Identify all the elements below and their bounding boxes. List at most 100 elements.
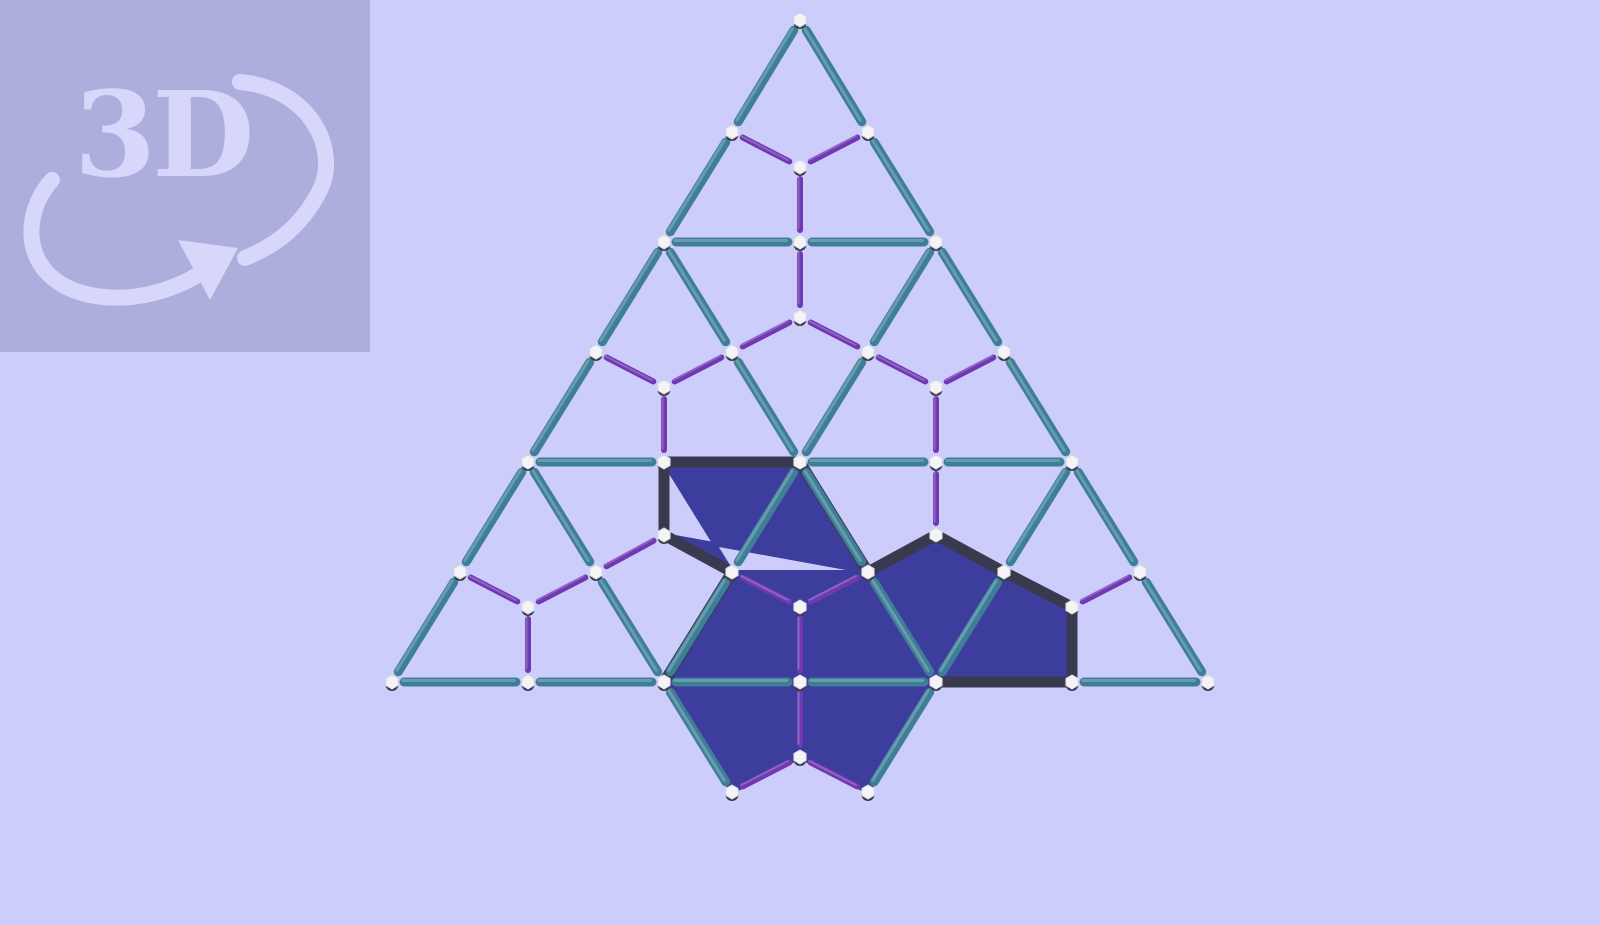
grid-edge-teal[interactable] xyxy=(461,467,527,567)
grid-node[interactable] xyxy=(793,599,807,616)
grid-edge-teal[interactable] xyxy=(665,247,731,347)
grid-node[interactable] xyxy=(1201,674,1215,691)
grid-node[interactable] xyxy=(861,784,875,801)
grid-node[interactable] xyxy=(861,124,875,141)
grid-node[interactable] xyxy=(521,674,535,691)
grid-node[interactable] xyxy=(929,527,943,544)
grid-edge-purple[interactable] xyxy=(535,574,589,605)
grid-edge-teal[interactable] xyxy=(529,467,595,567)
grid-node[interactable] xyxy=(589,344,603,361)
grid-edge-purple[interactable] xyxy=(603,354,657,385)
grid-node[interactable] xyxy=(793,234,807,251)
grid-edge-teal[interactable] xyxy=(1141,577,1207,677)
grid-edge-teal[interactable] xyxy=(529,357,595,457)
grid-edge-teal[interactable] xyxy=(665,137,731,237)
grid-node[interactable] xyxy=(861,564,875,581)
grid-edge-teal[interactable] xyxy=(1079,677,1201,687)
grid-node[interactable] xyxy=(793,454,807,471)
grid-node[interactable] xyxy=(997,344,1011,361)
grid-node[interactable] xyxy=(1133,564,1147,581)
grid-node[interactable] xyxy=(793,12,807,29)
grid-node[interactable] xyxy=(793,309,807,326)
grid-node[interactable] xyxy=(793,749,807,766)
3d-view-toggle-button[interactable]: 3D xyxy=(0,0,370,352)
grid-edge-teal[interactable] xyxy=(807,237,929,247)
grid-node[interactable] xyxy=(657,379,671,396)
grid-edge-teal[interactable] xyxy=(937,247,1003,347)
grid-edge-purple[interactable] xyxy=(525,616,531,673)
grid-edge-purple[interactable] xyxy=(671,354,725,385)
grid-edge-purple[interactable] xyxy=(943,354,997,385)
grid-edge-teal[interactable] xyxy=(869,247,935,347)
grid-edge-teal[interactable] xyxy=(807,677,929,687)
grid-edge-purple[interactable] xyxy=(739,574,793,605)
grid-edge-teal[interactable] xyxy=(801,357,867,457)
grid-node[interactable] xyxy=(929,674,943,691)
grid-edge-purple[interactable] xyxy=(807,759,861,790)
grid-edge-teal[interactable] xyxy=(665,687,731,787)
grid-edge-purple[interactable] xyxy=(739,759,793,790)
grid-node[interactable] xyxy=(929,234,943,251)
grid-edge-purple[interactable] xyxy=(739,319,793,350)
grid-edge-teal[interactable] xyxy=(671,237,793,247)
grid-node[interactable] xyxy=(929,454,943,471)
grid-edge-teal[interactable] xyxy=(869,137,935,237)
grid-node[interactable] xyxy=(589,564,603,581)
grid-node[interactable] xyxy=(385,674,399,691)
grid-node[interactable] xyxy=(725,564,739,581)
grid-edge-teal[interactable] xyxy=(399,677,521,687)
grid-edge-teal[interactable] xyxy=(393,577,459,677)
grid-edge-purple[interactable] xyxy=(807,319,861,350)
grid-edge-teal[interactable] xyxy=(801,25,867,127)
grid-edge-purple[interactable] xyxy=(603,537,657,570)
grid-edge-purple[interactable] xyxy=(467,574,521,605)
grid-node[interactable] xyxy=(657,454,671,471)
grid-edge-purple[interactable] xyxy=(807,134,861,165)
grid-edge-purple[interactable] xyxy=(875,354,929,385)
grid-node[interactable] xyxy=(997,564,1011,581)
grid-edge-teal[interactable] xyxy=(535,457,657,467)
grid-node[interactable] xyxy=(657,674,671,691)
grid-edge-purple[interactable] xyxy=(797,251,803,308)
grid-node[interactable] xyxy=(657,527,671,544)
grid-edge-purple[interactable] xyxy=(739,134,793,165)
grid-edge-teal[interactable] xyxy=(1005,357,1071,457)
grid-edge-teal[interactable] xyxy=(671,677,793,687)
grid-node[interactable] xyxy=(521,454,535,471)
grid-edge-purple[interactable] xyxy=(1079,574,1133,605)
grid-edge-teal[interactable] xyxy=(733,357,799,457)
grid-node[interactable] xyxy=(1065,454,1079,471)
grid-edge-teal[interactable] xyxy=(535,677,657,687)
grid-node[interactable] xyxy=(793,159,807,176)
grid-node[interactable] xyxy=(521,599,535,616)
grid-node[interactable] xyxy=(861,344,875,361)
grid-edge-teal[interactable] xyxy=(597,247,663,347)
grid-edge-purple[interactable] xyxy=(661,396,667,453)
grid-edge-teal[interactable] xyxy=(1073,467,1139,567)
grid-edge-teal[interactable] xyxy=(597,577,663,677)
grid-edge-purple[interactable] xyxy=(933,471,939,526)
grid-node[interactable] xyxy=(453,564,467,581)
grid-edge-teal[interactable] xyxy=(665,577,731,677)
grid-edge-purple[interactable] xyxy=(797,616,803,673)
grid-node[interactable] xyxy=(1065,674,1079,691)
grid-edge-teal[interactable] xyxy=(937,577,1003,677)
grid-edge-purple[interactable] xyxy=(797,691,803,748)
grid-edge-teal[interactable] xyxy=(943,457,1065,467)
grid-edge-teal[interactable] xyxy=(733,467,799,567)
grid-node[interactable] xyxy=(725,124,739,141)
grid-edge-teal[interactable] xyxy=(807,457,929,467)
grid-edge-teal[interactable] xyxy=(801,467,867,567)
grid-edge-teal[interactable] xyxy=(869,577,935,677)
grid-edge-purple[interactable] xyxy=(933,396,939,453)
grid-edge-teal[interactable] xyxy=(733,25,799,127)
grid-node[interactable] xyxy=(725,344,739,361)
grid-node[interactable] xyxy=(1065,599,1079,616)
grid-node[interactable] xyxy=(793,674,807,691)
grid-edge-teal[interactable] xyxy=(1005,467,1071,567)
grid-node[interactable] xyxy=(725,784,739,801)
grid-edge-purple[interactable] xyxy=(797,176,803,233)
grid-edge-purple[interactable] xyxy=(807,574,861,605)
grid-node[interactable] xyxy=(929,379,943,396)
